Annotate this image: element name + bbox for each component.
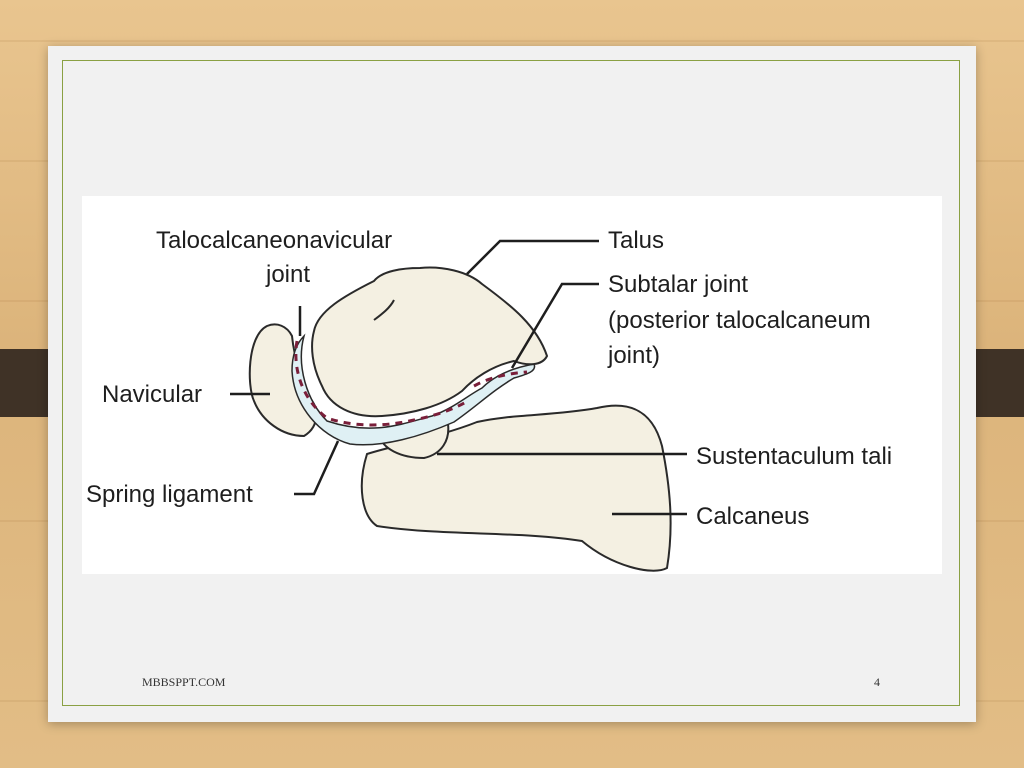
label-subtalar-joint: Subtalar joint xyxy=(608,271,748,298)
label-spring-ligament: Spring ligament xyxy=(86,481,253,508)
label-talocalcaneonavicular: Talocalcaneonavicular xyxy=(156,227,392,254)
slide: Talocalcaneonavicular joint Talus Subtal… xyxy=(48,46,976,722)
joint-diagram-svg: Talocalcaneonavicular joint Talus Subtal… xyxy=(86,227,892,572)
label-subtalar-detail-end: joint) xyxy=(607,342,660,369)
leader-talus xyxy=(466,239,599,275)
label-navicular: Navicular xyxy=(102,381,202,408)
talus-neck-line xyxy=(373,299,395,321)
articular-cartilage xyxy=(291,333,536,446)
label-talus: Talus xyxy=(608,227,664,254)
footer-source: MBBSPPT.COM xyxy=(142,675,226,689)
label-subtalar-detail: (posterior talocalcaneum xyxy=(608,307,871,334)
leader-subtalar xyxy=(510,282,599,369)
navicular-bone xyxy=(248,323,318,438)
slide-border xyxy=(62,60,960,706)
label-calcaneus: Calcaneus xyxy=(696,503,809,530)
joint-diagram: Talocalcaneonavicular joint Talus Subtal… xyxy=(82,196,942,574)
page-number: 4 xyxy=(874,675,880,689)
talus-bone xyxy=(311,266,549,418)
subtalar-joint-line xyxy=(473,370,528,388)
label-sustentaculum-tali: Sustentaculum tali xyxy=(696,443,892,470)
label-talocalcaneonavicular-joint: joint xyxy=(265,261,310,288)
talocalcaneonavicular-joint-line xyxy=(294,340,467,427)
leader-spring-ligament xyxy=(294,440,340,496)
wood-grain xyxy=(0,40,1024,42)
